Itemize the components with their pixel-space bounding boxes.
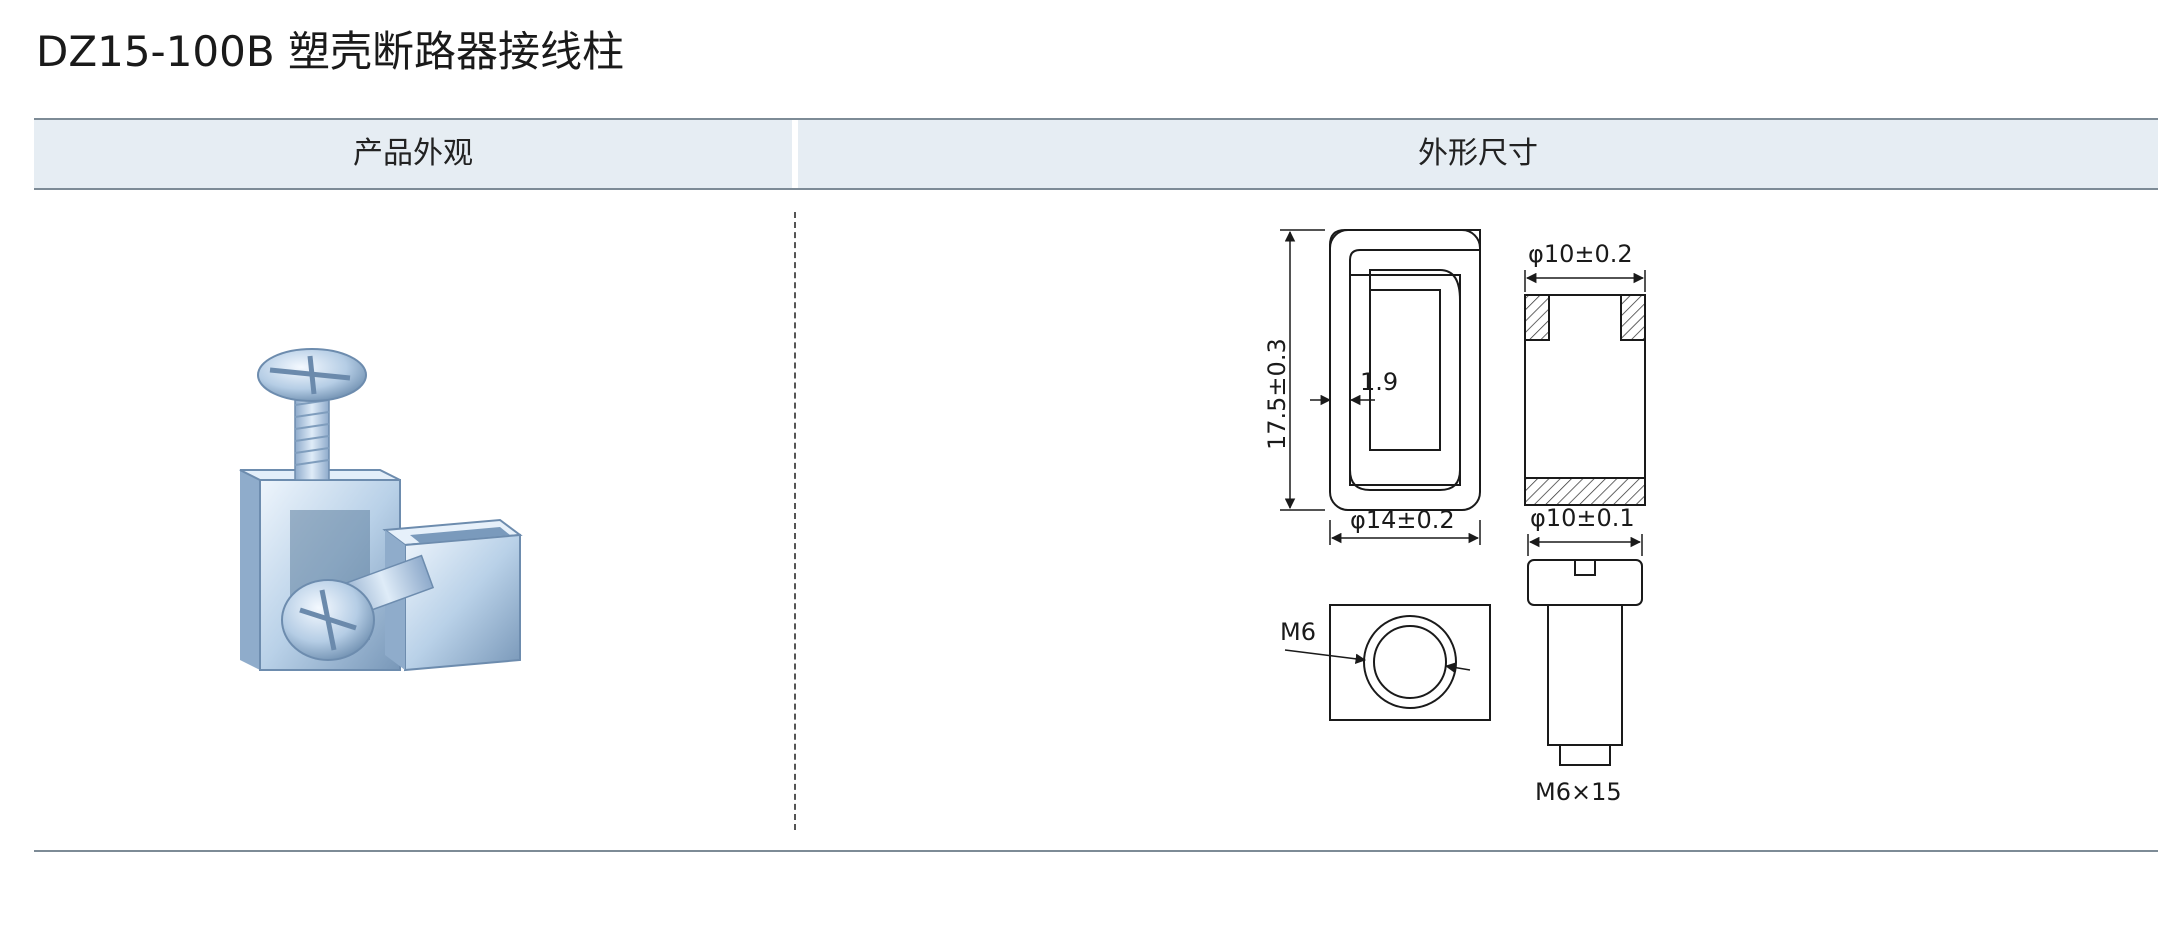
column-divider bbox=[794, 212, 796, 830]
dim-top-width-label: φ10±0.2 bbox=[1528, 240, 1633, 268]
side-view bbox=[1524, 294, 1646, 506]
right-connector bbox=[281, 518, 523, 672]
table-bottom-rule bbox=[34, 850, 2158, 852]
header-divider bbox=[792, 120, 798, 188]
thread-label: M6 bbox=[1280, 618, 1316, 646]
table-header: 产品外观 外形尺寸 bbox=[34, 118, 2158, 190]
nut-view bbox=[1329, 604, 1491, 721]
terminal-connector-photo bbox=[239, 348, 523, 672]
header-dimensions: 外形尺寸 bbox=[1418, 136, 1538, 171]
dim-height-label: 17.5±0.3 bbox=[1263, 338, 1291, 450]
header-product-appearance: 产品外观 bbox=[353, 136, 473, 171]
dimension-drawing: 17.5±0.3 1.9 φ14±0.2 φ10±0.2 M6 φ10±0.1 … bbox=[1263, 229, 1646, 806]
screw-spec-label: M6×15 bbox=[1535, 778, 1622, 806]
dim-width-label: φ14±0.2 bbox=[1350, 506, 1455, 534]
screw-view bbox=[1527, 559, 1643, 766]
dim-wall-label: 1.9 bbox=[1360, 368, 1398, 396]
dim-screw-head-label: φ10±0.1 bbox=[1530, 504, 1635, 532]
front-view bbox=[1329, 229, 1481, 511]
page-title: DZ15-100B 塑壳断路器接线柱 bbox=[36, 27, 625, 76]
